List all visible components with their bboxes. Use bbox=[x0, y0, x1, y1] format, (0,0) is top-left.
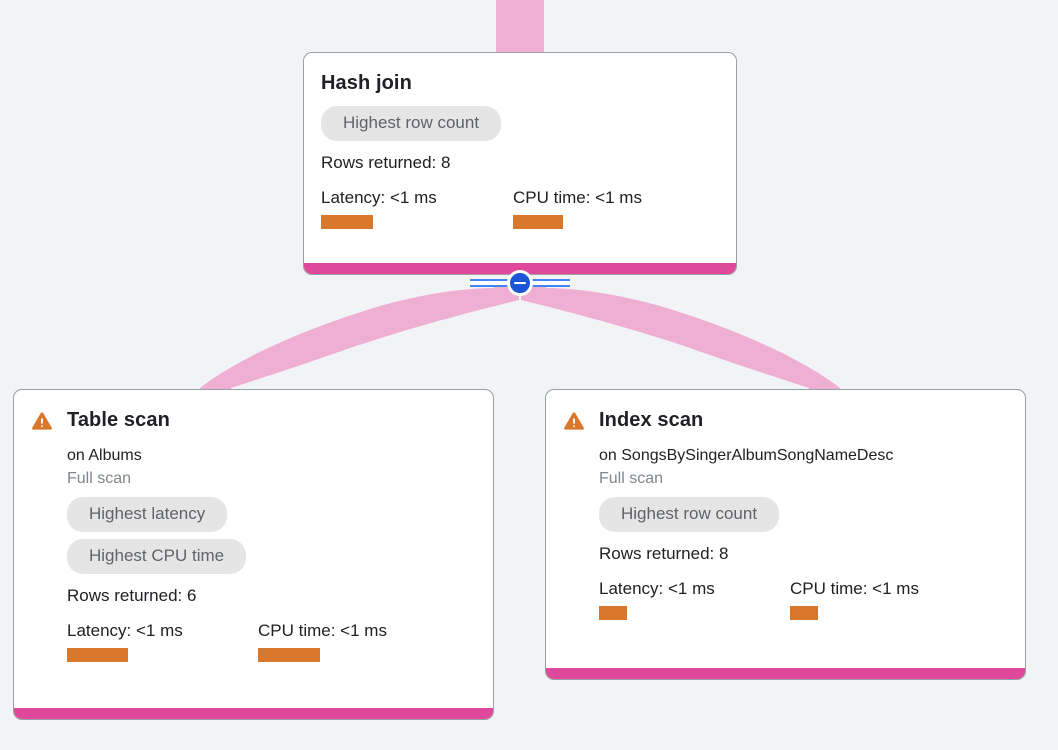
node-index-scan-scan-type: Full scan bbox=[599, 470, 664, 487]
node-table-scan-title: Table scan bbox=[67, 409, 170, 431]
node-table-scan-scan-type: Full scan bbox=[67, 470, 132, 487]
node-index-scan-subtitle: on SongsBySingerAlbumSongNameDesc bbox=[599, 447, 894, 464]
node-index-scan[interactable]: Index scan on SongsBySingerAlbumSongName… bbox=[545, 389, 1026, 680]
node-table-scan-header: Table scan bbox=[31, 408, 476, 432]
node-hash-join-accent-bar bbox=[304, 263, 736, 274]
collapse-toggle-wrap bbox=[470, 270, 570, 296]
node-table-scan[interactable]: Table scan on Albums Full scan Highest l… bbox=[13, 389, 494, 720]
node-table-scan-latency-metric: Latency: <1 ms bbox=[67, 620, 258, 662]
node-table-scan-accent-bar bbox=[14, 708, 493, 719]
node-index-scan-cpu-label: CPU time: <1 ms bbox=[790, 579, 919, 598]
node-index-scan-chips: Highest row count bbox=[599, 497, 1008, 532]
edge-hash-join-to-index-scan bbox=[521, 286, 840, 392]
node-hash-join-cpu-metric: CPU time: <1 ms bbox=[513, 187, 642, 229]
node-hash-join-cpu-bar bbox=[513, 215, 563, 229]
edge-parent-to-hash-join bbox=[496, 0, 544, 54]
node-index-scan-title: Index scan bbox=[599, 409, 704, 431]
node-index-scan-latency-label: Latency: <1 ms bbox=[599, 579, 715, 598]
node-index-scan-accent-bar bbox=[546, 668, 1025, 679]
node-table-scan-chips: Highest latency Highest CPU time bbox=[67, 497, 476, 574]
warning-triangle-icon bbox=[564, 412, 584, 430]
badge-highest-latency: Highest latency bbox=[67, 497, 228, 532]
node-table-scan-body: Table scan on Albums Full scan Highest l… bbox=[14, 390, 493, 708]
node-table-scan-rows-returned: Rows returned: 6 bbox=[67, 586, 197, 605]
minus-glyph bbox=[514, 281, 526, 285]
node-index-scan-details: on SongsBySingerAlbumSongNameDesc Full s… bbox=[563, 432, 1008, 620]
warning-triangle-icon bbox=[32, 412, 52, 430]
node-index-scan-cpu-bar bbox=[790, 606, 818, 620]
node-index-scan-rows-returned: Rows returned: 8 bbox=[599, 544, 729, 563]
minus-circle-icon[interactable] bbox=[507, 270, 533, 296]
node-hash-join-latency-metric: Latency: <1 ms bbox=[321, 187, 513, 229]
node-hash-join-header: Hash join bbox=[321, 71, 719, 95]
node-index-scan-latency-metric: Latency: <1 ms bbox=[599, 578, 790, 620]
node-table-scan-cpu-metric: CPU time: <1 ms bbox=[258, 620, 387, 662]
badge-highest-row-count: Highest row count bbox=[599, 497, 780, 532]
node-hash-join-title: Hash join bbox=[321, 72, 412, 94]
node-table-scan-cpu-bar bbox=[258, 648, 320, 662]
badge-highest-row-count: Highest row count bbox=[321, 106, 502, 141]
node-hash-join-latency-bar bbox=[321, 215, 373, 229]
edge-hash-join-to-table-scan bbox=[200, 286, 519, 392]
badge-highest-cpu-time: Highest CPU time bbox=[67, 539, 247, 574]
node-index-scan-cpu-metric: CPU time: <1 ms bbox=[790, 578, 919, 620]
node-index-scan-latency-bar bbox=[599, 606, 627, 620]
node-index-scan-header: Index scan bbox=[563, 408, 1008, 432]
node-table-scan-latency-label: Latency: <1 ms bbox=[67, 621, 183, 640]
node-hash-join[interactable]: Hash join Highest row count Rows returne… bbox=[303, 52, 737, 275]
node-hash-join-cpu-label: CPU time: <1 ms bbox=[513, 188, 642, 207]
node-table-scan-cpu-label: CPU time: <1 ms bbox=[258, 621, 387, 640]
node-hash-join-chips: Highest row count bbox=[321, 106, 719, 141]
node-hash-join-latency-label: Latency: <1 ms bbox=[321, 188, 437, 207]
node-index-scan-body: Index scan on SongsBySingerAlbumSongName… bbox=[546, 390, 1025, 668]
node-hash-join-rows-returned: Rows returned: 8 bbox=[321, 153, 451, 172]
node-table-scan-latency-bar bbox=[67, 648, 128, 662]
node-index-scan-metrics: Latency: <1 ms CPU time: <1 ms bbox=[599, 578, 1008, 620]
node-hash-join-metrics: Latency: <1 ms CPU time: <1 ms bbox=[321, 187, 719, 229]
node-hash-join-body: Hash join Highest row count Rows returne… bbox=[304, 53, 736, 263]
node-table-scan-subtitle: on Albums bbox=[67, 447, 142, 464]
node-table-scan-details: on Albums Full scan Highest latency High… bbox=[31, 432, 476, 662]
node-table-scan-metrics: Latency: <1 ms CPU time: <1 ms bbox=[67, 620, 476, 662]
